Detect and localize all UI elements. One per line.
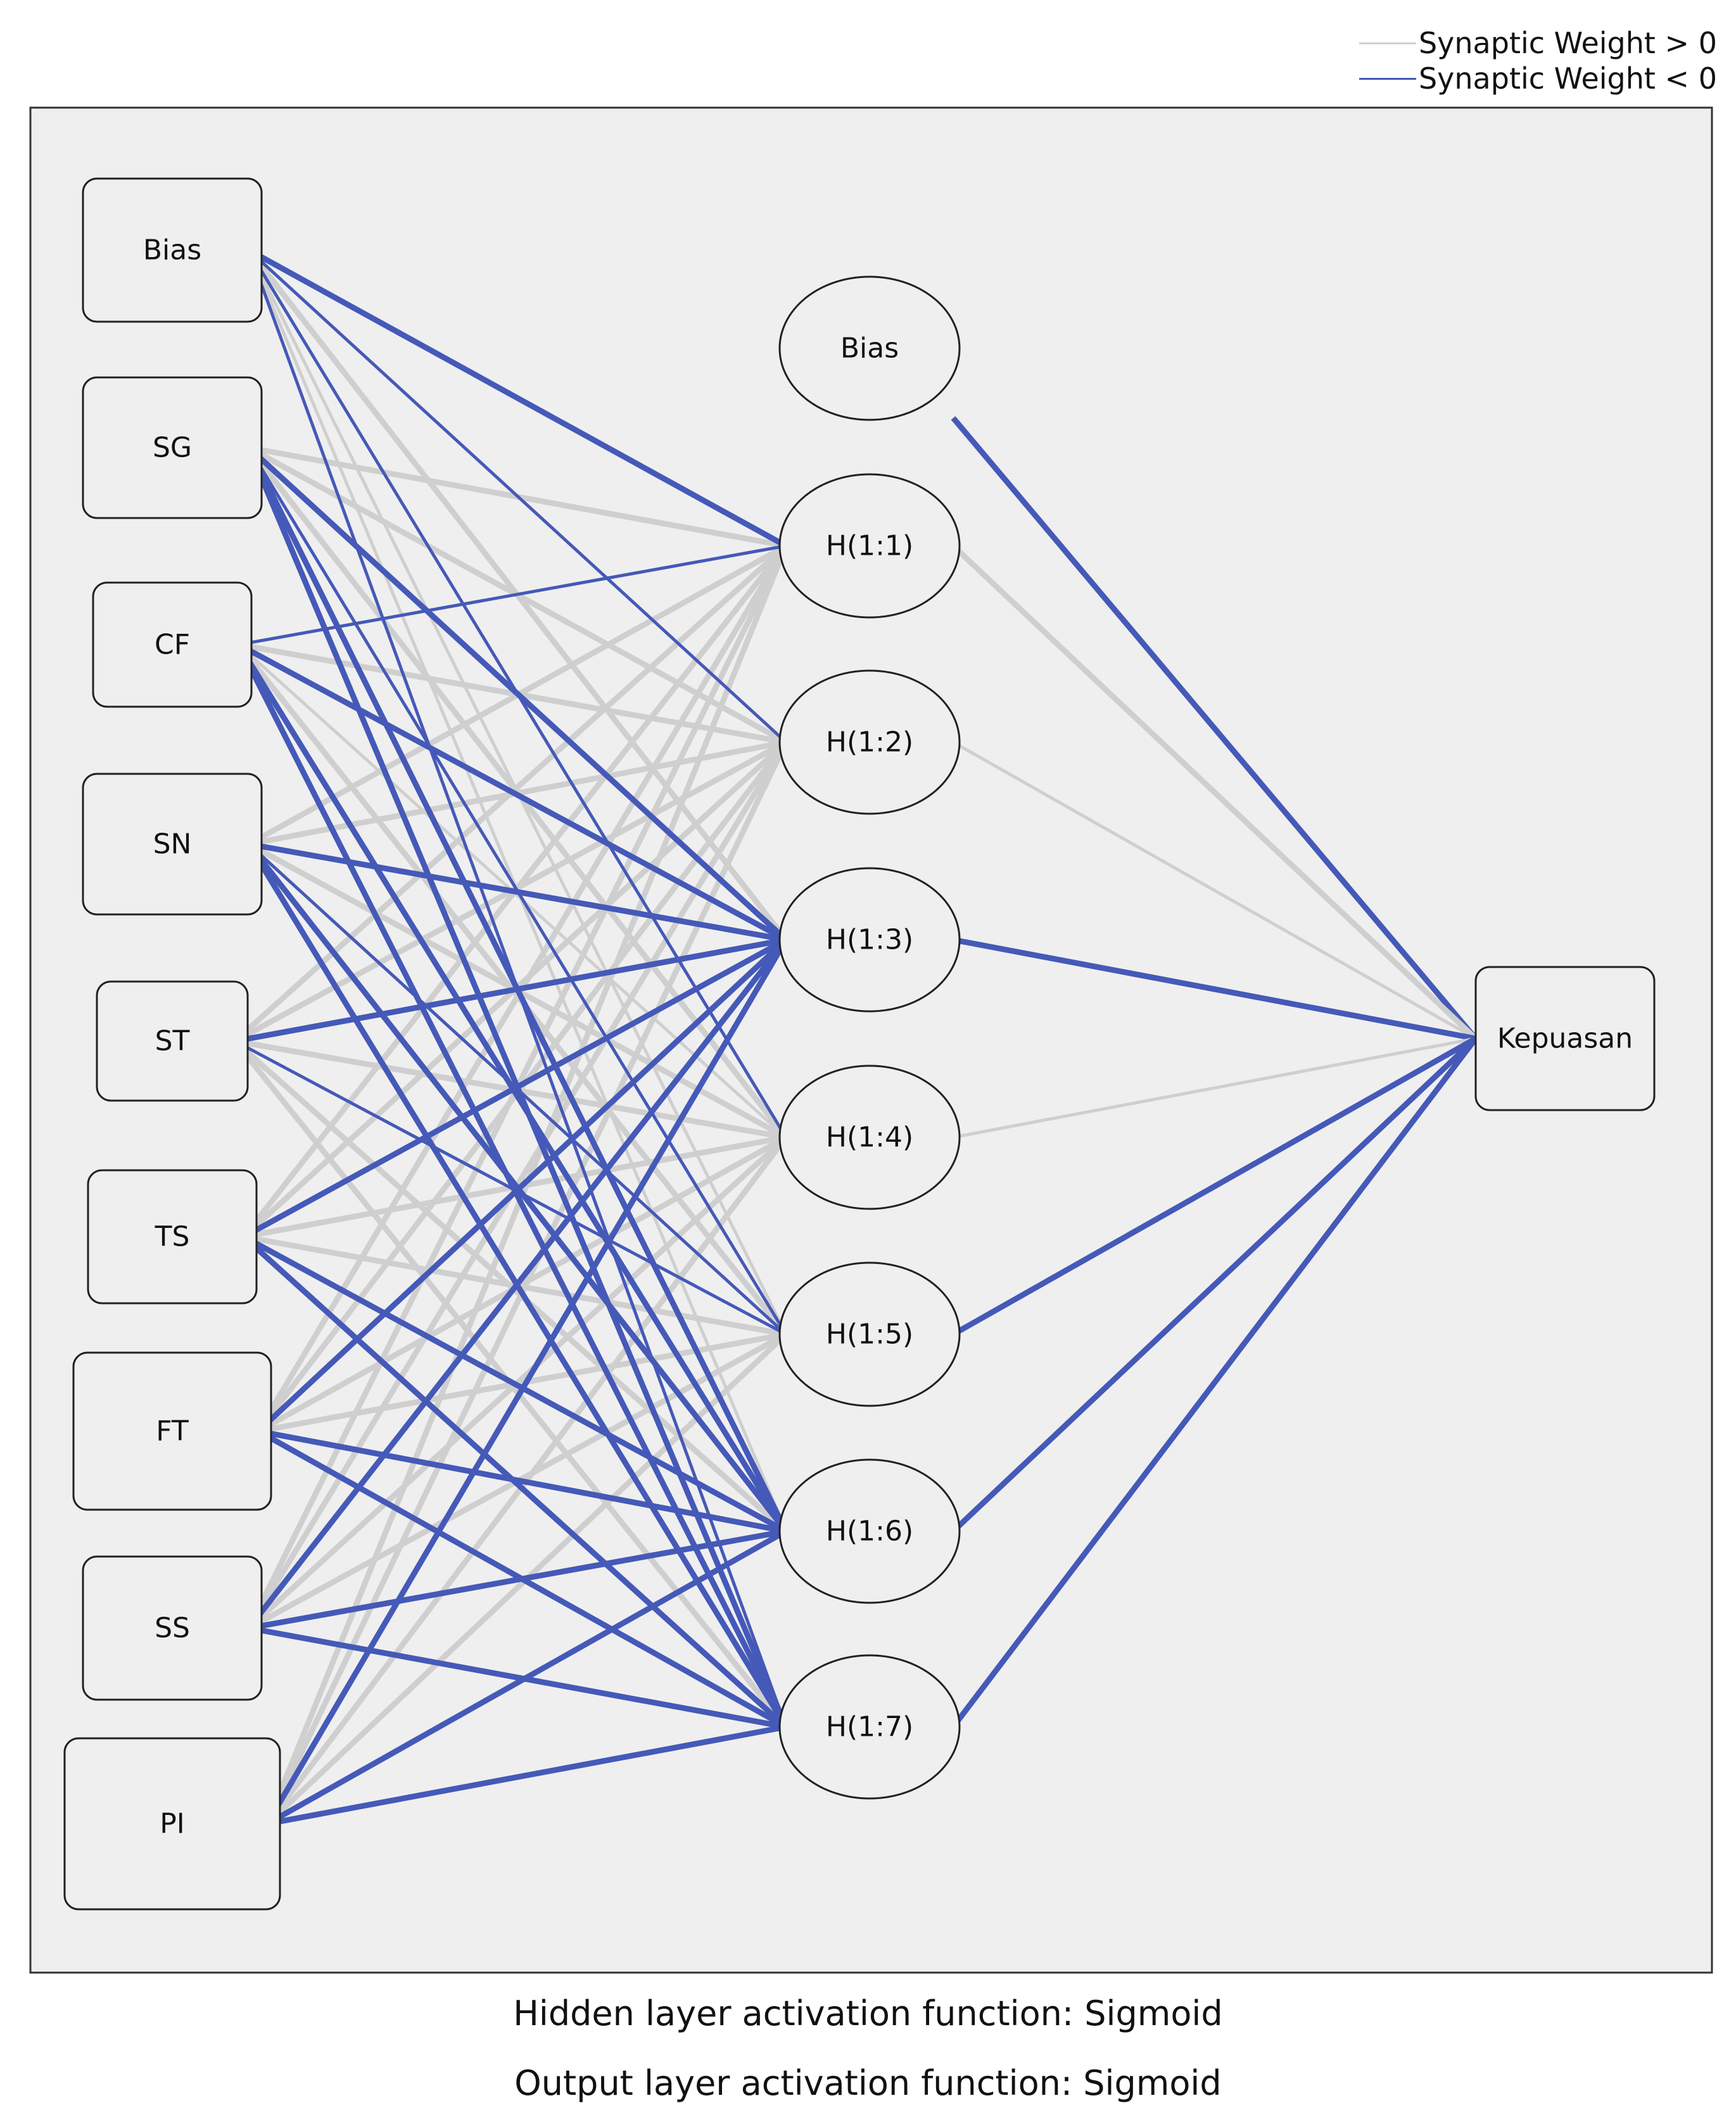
input-node-bias: Bias <box>82 177 263 323</box>
input-node-sg: SG <box>82 376 263 519</box>
hidden-node-5: H(1:5) <box>778 1261 961 1407</box>
input-node-ss: SS <box>82 1555 263 1701</box>
synapse-ss-7 <box>248 1625 787 1730</box>
synapse-hidden-0-kepuasan <box>951 416 1478 1040</box>
synapse-ft-6 <box>258 1428 787 1534</box>
legend-positive-swatch <box>1359 42 1416 44</box>
synapse-ft-3 <box>256 937 789 1434</box>
synapse-hidden-3-kepuasan <box>953 937 1476 1042</box>
synapse-ts-6 <box>242 1234 788 1534</box>
synapse-ss-3 <box>246 938 789 1630</box>
hidden-node-6: H(1:6) <box>778 1458 961 1604</box>
input-node-sn-label: SN <box>153 828 192 861</box>
output-activation-note: Output layer activation function: Sigmoi… <box>514 2063 1222 2103</box>
synapse-ss-6 <box>248 1528 787 1631</box>
input-node-st: ST <box>96 980 249 1102</box>
synapse-hidden-7-kepuasan <box>951 1037 1478 1729</box>
hidden-node-4: H(1:4) <box>778 1065 961 1210</box>
synapse-hidden-1-kepuasan <box>951 543 1478 1041</box>
hidden-node-1: H(1:1) <box>778 473 961 619</box>
synapse-bias-2 <box>248 249 787 743</box>
legend: Synaptic Weight > 0 Synaptic Weight < 0 <box>1359 25 1717 96</box>
synapse-hidden-2-kepuasan <box>952 740 1477 1040</box>
synapse-sg-3 <box>246 445 789 942</box>
synapse-hidden-4-kepuasan <box>953 1037 1476 1139</box>
legend-positive: Synaptic Weight > 0 <box>1359 25 1717 61</box>
hidden-activation-note: Hidden layer activation function: Sigmoi… <box>513 1994 1223 2033</box>
synapse-pi-7 <box>267 1724 787 1827</box>
synapse-pi-6 <box>265 1529 788 1826</box>
hidden-node-6-label: H(1:6) <box>826 1515 913 1548</box>
input-node-pi-label: PI <box>160 1808 185 1840</box>
hidden-bias-node-label: Bias <box>840 332 899 365</box>
synapse-hidden-5-kepuasan <box>951 1036 1478 1337</box>
hidden-node-3-label: H(1:3) <box>826 924 913 956</box>
synapse-st-5 <box>234 1039 787 1336</box>
synapse-cf-1 <box>238 544 787 647</box>
hidden-node-2-label: H(1:2) <box>826 726 913 759</box>
synapse-pi-3 <box>265 938 789 1826</box>
legend-negative: Synaptic Weight < 0 <box>1359 61 1717 96</box>
output-node-kepuasan-label: Kepuasan <box>1497 1023 1633 1055</box>
synapse-lines <box>232 248 1478 1827</box>
synapse-cf-3 <box>237 642 788 942</box>
synapse-st-3 <box>234 937 787 1044</box>
input-node-ft-label: FT <box>156 1415 189 1448</box>
hidden-node-3: H(1:3) <box>778 867 961 1013</box>
input-node-cf: CF <box>92 581 253 708</box>
input-node-ft: FT <box>72 1351 272 1511</box>
input-node-cf-label: CF <box>155 629 190 661</box>
input-node-ts: TS <box>87 1169 258 1305</box>
input-node-pi: PI <box>63 1737 281 1911</box>
hidden-node-7: H(1:7) <box>778 1654 961 1800</box>
hidden-bias-node: Bias <box>778 275 961 421</box>
input-node-sn: SN <box>82 773 263 916</box>
legend-negative-swatch <box>1359 77 1416 80</box>
input-node-ts-label: TS <box>155 1221 190 1253</box>
input-node-sg-label: SG <box>153 432 192 464</box>
hidden-node-7-label: H(1:7) <box>826 1711 913 1743</box>
legend-negative-label: Synaptic Weight < 0 <box>1418 61 1717 96</box>
input-node-bias-label: Bias <box>143 234 201 267</box>
legend-positive-label: Synaptic Weight > 0 <box>1418 26 1717 60</box>
input-node-ss-label: SS <box>155 1612 190 1645</box>
synapse-ts-3 <box>242 937 788 1239</box>
hidden-node-2: H(1:2) <box>778 669 961 815</box>
synapse-sn-3 <box>248 841 787 943</box>
synapse-hidden-6-kepuasan <box>951 1036 1478 1534</box>
input-node-st-label: ST <box>155 1025 190 1058</box>
synapse-bias-1 <box>247 248 788 548</box>
hidden-node-1-label: H(1:1) <box>826 530 913 562</box>
output-node-kepuasan: Kepuasan <box>1474 966 1656 1111</box>
hidden-node-4-label: H(1:4) <box>826 1122 913 1154</box>
hidden-node-5-label: H(1:5) <box>826 1318 913 1351</box>
